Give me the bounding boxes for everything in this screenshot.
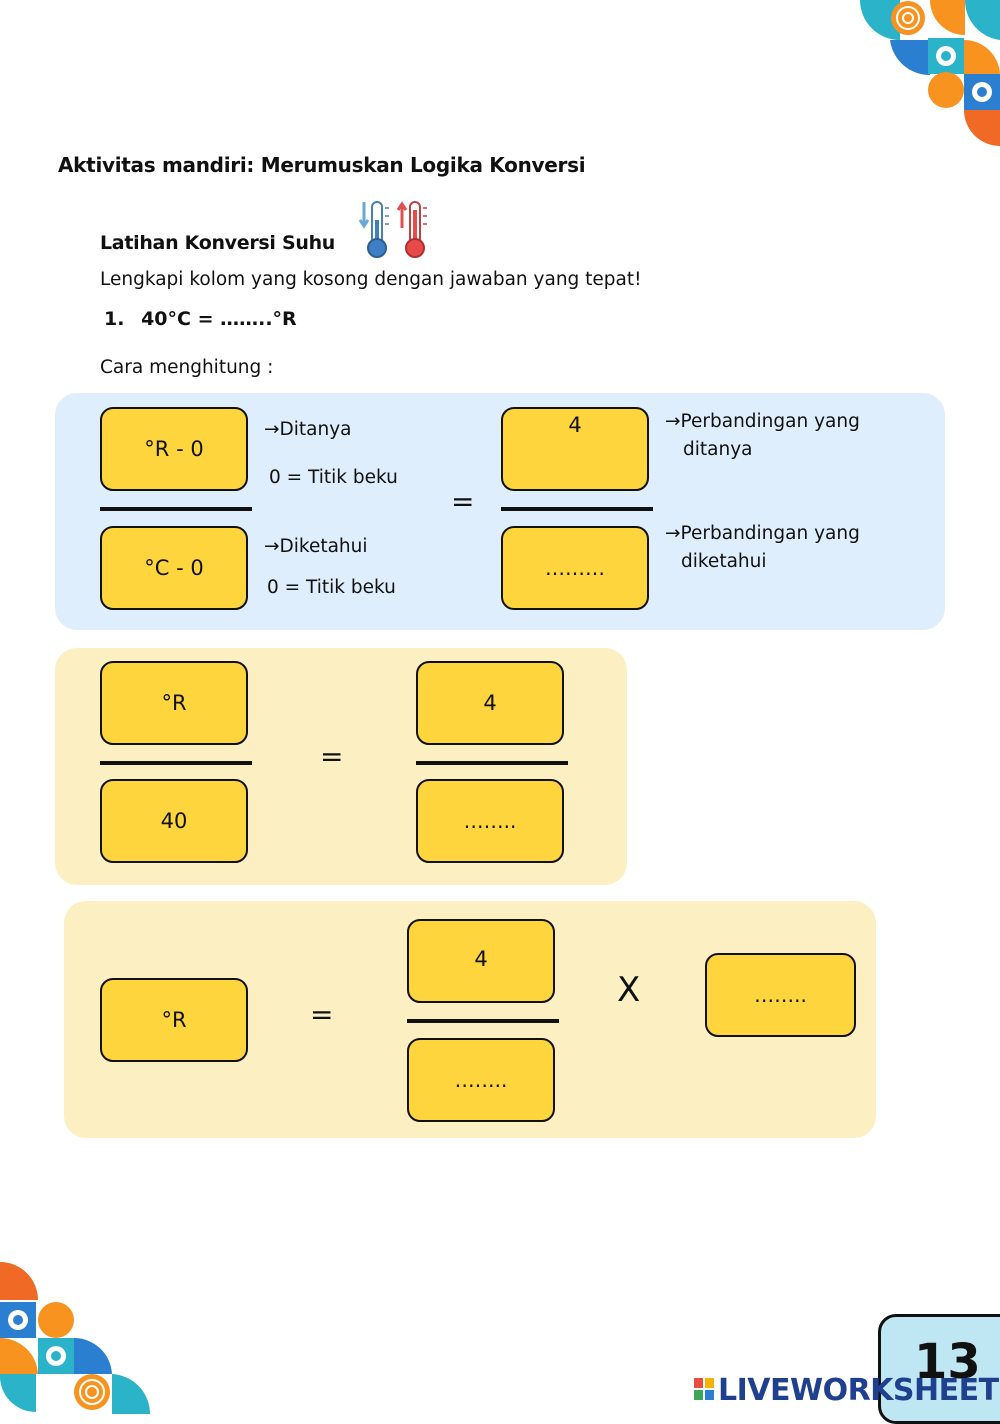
fraction-bar: [407, 1019, 559, 1023]
times-sign: X: [617, 970, 641, 1010]
step2-top-left-box: °R: [100, 661, 248, 745]
note-freeze-1: 0 = Titik beku: [269, 467, 398, 488]
equals-sign: =: [320, 740, 344, 773]
decorative-corner-top-right: [860, 0, 1000, 146]
step2-bottom-right-input[interactable]: ……..: [416, 779, 564, 863]
step3-factor-input[interactable]: ……..: [705, 953, 856, 1037]
step2-bottom-left-box: 40: [100, 779, 248, 863]
thermometer-icon: [358, 201, 427, 258]
fraction-bar: [501, 507, 653, 511]
formula-top-left-box: °R - 0: [100, 407, 248, 491]
note-ratio-known: →Perbandingan yang diketahui: [665, 520, 860, 576]
page-number: 13: [914, 1334, 981, 1390]
question-1: 1. 40°C = ……..°R: [104, 308, 297, 330]
step3-denominator-input[interactable]: ……..: [407, 1038, 555, 1122]
instruction-text: Lengkapi kolom yang kosong dengan jawaba…: [100, 269, 642, 290]
fraction-bar: [100, 761, 252, 765]
section-subtitle: Latihan Konversi Suhu: [100, 232, 336, 254]
liveworksheets-logo-icon: [694, 1378, 714, 1400]
formula-bottom-right-input[interactable]: ………: [501, 526, 649, 610]
note-known: →Diketahui: [264, 536, 368, 557]
note-ratio-asked-line1: →Perbandingan yang: [665, 411, 860, 432]
formula-bottom-left-box: °C - 0: [100, 526, 248, 610]
fraction-bar: [416, 761, 568, 765]
fraction-bar: [100, 507, 252, 511]
page-title: Aktivitas mandiri: Merumuskan Logika Kon…: [58, 153, 586, 177]
note-ratio-asked: →Perbandingan yang ditanya: [665, 408, 860, 464]
note-ratio-asked-line2: ditanya: [683, 439, 753, 460]
method-label: Cara menghitung :: [100, 357, 274, 378]
brand-name[interactable]: LIVEWORKSHEETS: [718, 1373, 1000, 1408]
note-ratio-known-line2: diketahui: [681, 551, 767, 572]
note-freeze-2: 0 = Titik beku: [267, 577, 396, 598]
equals-sign: =: [310, 998, 334, 1031]
note-asked: →Ditanya: [264, 419, 352, 440]
formula-top-right-box: 4: [501, 407, 649, 491]
question-number: 1.: [104, 308, 125, 330]
decorative-corner-bottom-left: [0, 1262, 150, 1414]
equals-sign: =: [451, 485, 475, 518]
step3-numerator-box: 4: [407, 919, 555, 1003]
page-number-badge: [878, 1314, 1000, 1424]
question-text: 40°C = ……..°R: [141, 308, 297, 330]
step2-top-right-box: 4: [416, 661, 564, 745]
note-ratio-known-line1: →Perbandingan yang: [665, 523, 860, 544]
step3-left-box: °R: [100, 978, 248, 1062]
